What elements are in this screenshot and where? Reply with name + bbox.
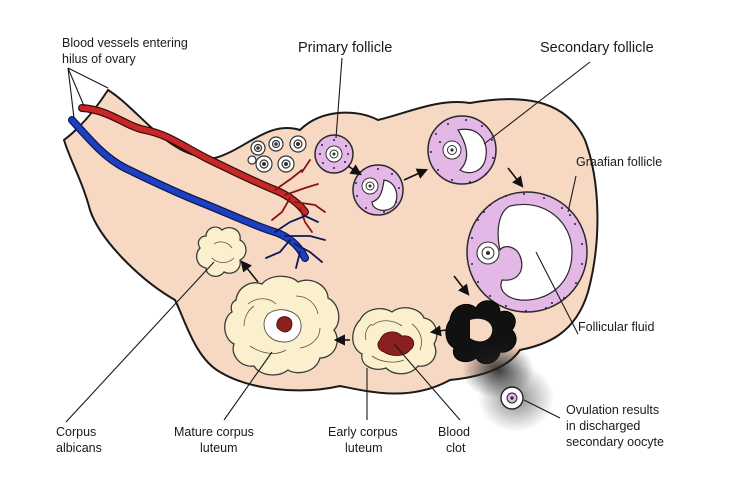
secondary-follicle	[427, 115, 497, 185]
cycle-arrows	[240, 164, 524, 346]
leader-lines	[65, 57, 591, 423]
artery	[78, 104, 326, 233]
label-secondary-follicle: Secondary follicle	[540, 40, 654, 56]
vein	[68, 116, 326, 269]
label-graafian-follicle: Graafian follicle	[576, 155, 662, 169]
label-corpus-albicans: Corpus albicans	[56, 425, 102, 455]
primary-follicle	[314, 134, 354, 174]
label-follicular-fluid: Follicular fluid	[578, 320, 654, 334]
label-blood-clot: Blood clot	[438, 425, 473, 455]
discharged-oocyte	[478, 364, 554, 432]
corpus-albicans	[195, 226, 247, 278]
label-mature-corpus-luteum: Mature corpus luteum	[174, 425, 257, 455]
label-primary-follicle: Primary follicle	[298, 40, 392, 56]
arrow-graafian-to-rupture	[453, 275, 470, 296]
arrow-secondary-to-graafian	[507, 167, 524, 188]
primordial-follicles	[247, 135, 307, 173]
graafian-follicle	[466, 191, 588, 313]
growing-follicle	[352, 164, 404, 216]
label-early-corpus-luteum: Early corpus luteum	[328, 425, 401, 455]
label-ovulation: Ovulation results in discharged secondar…	[566, 403, 664, 449]
arrow-growing-to-secondary	[403, 168, 429, 181]
labels: Blood vessels entering hilus of ovary Pr…	[56, 36, 664, 455]
arrow-mature-to-albicans	[240, 260, 259, 283]
arrow-primary-to-growing	[347, 164, 362, 176]
early-corpus-luteum	[352, 307, 438, 375]
label-blood-vessels: Blood vessels entering hilus of ovary	[62, 36, 191, 66]
mature-corpus-luteum	[224, 275, 340, 376]
arrow-rupture-to-early-luteum	[429, 325, 447, 337]
